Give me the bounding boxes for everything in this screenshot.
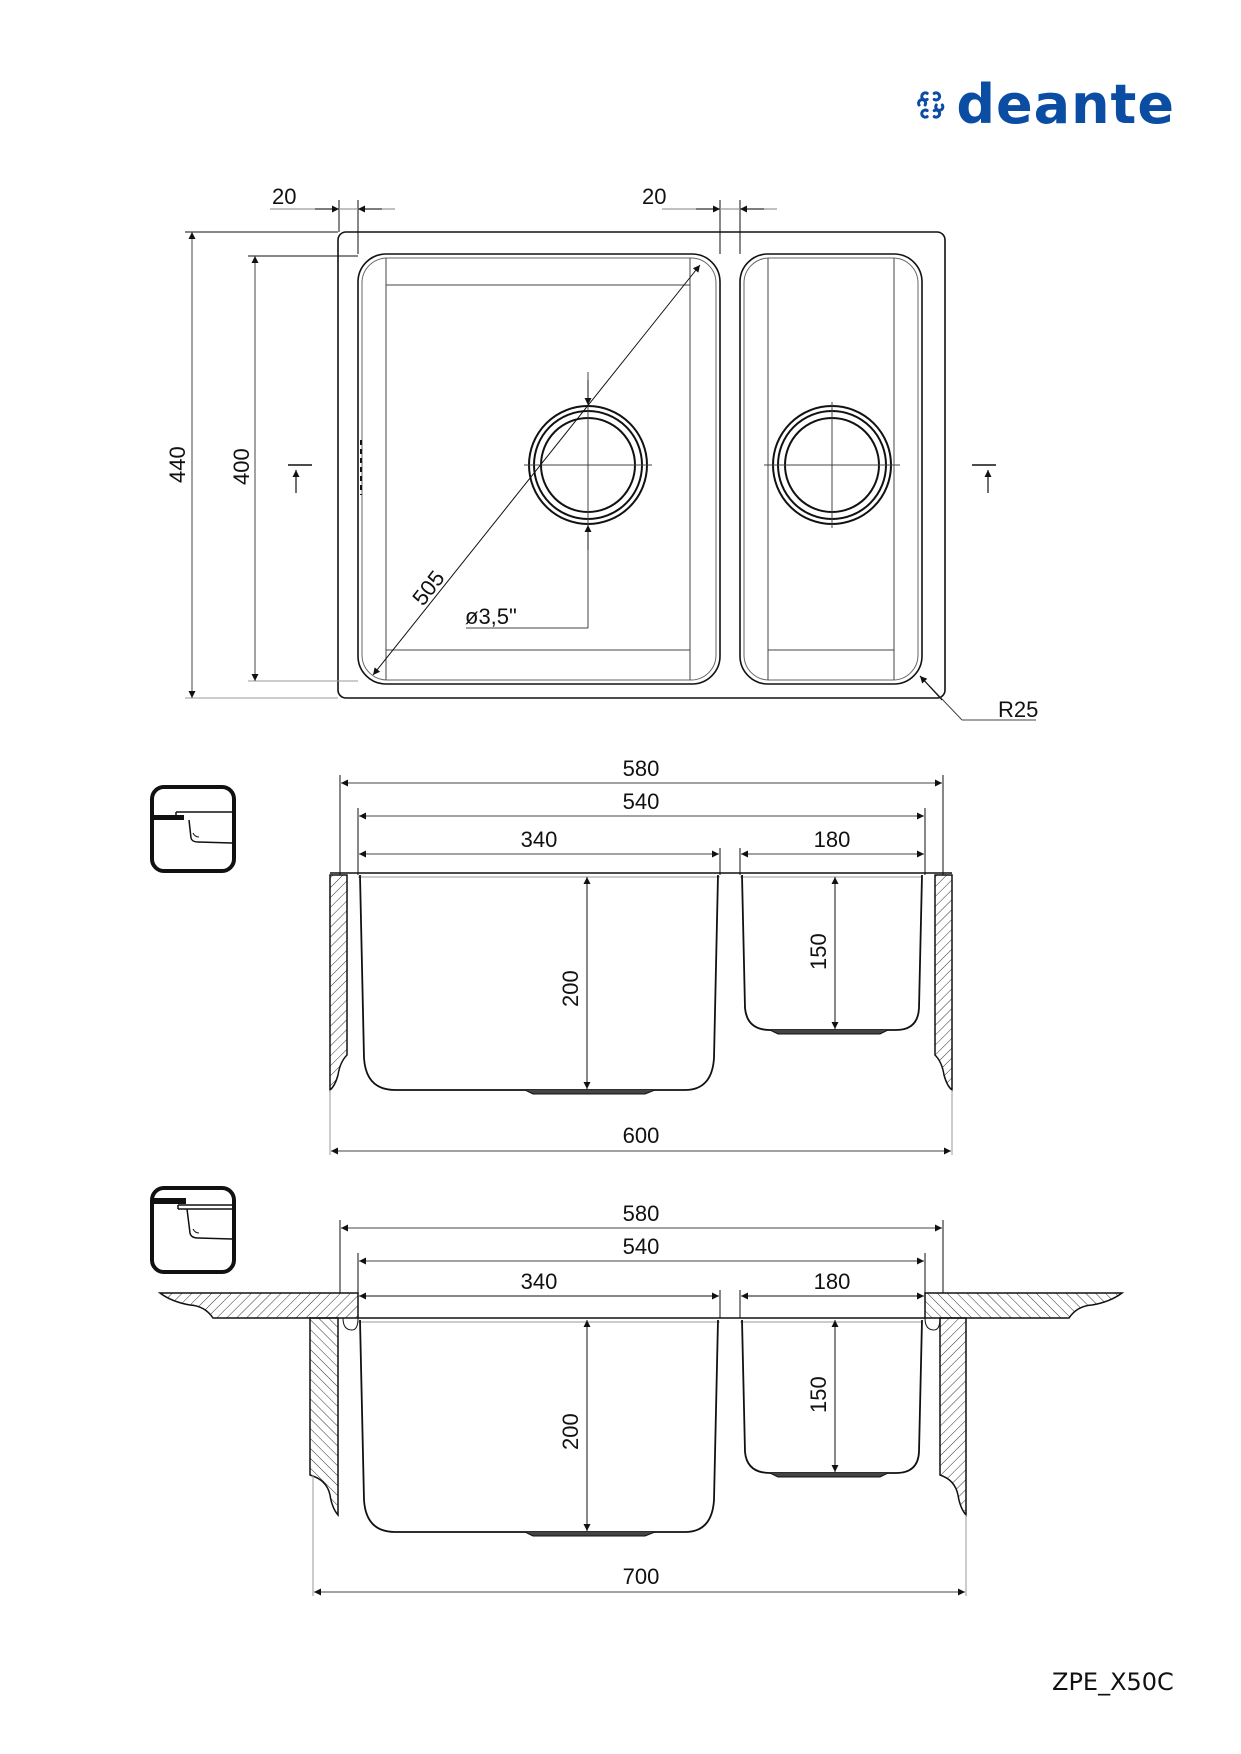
overall-depth-label: 440 bbox=[165, 446, 190, 483]
small-bowl-section bbox=[741, 1319, 923, 1474]
large-bowl-width-label: 340 bbox=[521, 1269, 558, 1294]
inset-mount-icon bbox=[150, 785, 236, 873]
small-bowl-width-label: 180 bbox=[814, 827, 851, 852]
inner-width-label: 540 bbox=[623, 789, 660, 814]
deante-swirl-logo-icon bbox=[917, 91, 945, 119]
inner-width-label: 540 bbox=[623, 1234, 660, 1259]
cabinet-side-left bbox=[329, 874, 348, 1092]
large-drain bbox=[466, 372, 652, 629]
top-view: ø3,5" 505 20 20 bbox=[165, 184, 1038, 722]
bowl-depth-label: 400 bbox=[229, 448, 254, 485]
clip-right bbox=[924, 1317, 941, 1331]
small-bowl-section bbox=[741, 874, 923, 1031]
left-flange-dimension bbox=[270, 200, 395, 254]
section-undermount: 580 540 340 180 200 150 700 bbox=[150, 1186, 1125, 1596]
divider-dimension bbox=[662, 200, 777, 254]
brand-name: deante bbox=[956, 73, 1175, 136]
section-marker-right bbox=[972, 464, 996, 493]
small-drain bbox=[764, 402, 900, 528]
divider-label: 20 bbox=[642, 184, 666, 209]
outer-width-label: 580 bbox=[623, 756, 660, 781]
large-bowl-section bbox=[359, 874, 719, 1091]
small-bowl-depth-label: 150 bbox=[806, 1376, 831, 1413]
cabinet-side-left bbox=[309, 1317, 339, 1518]
cabinet-side-right bbox=[939, 1317, 967, 1518]
cabinet-width-label: 600 bbox=[623, 1123, 660, 1148]
diagonal-label: 505 bbox=[407, 566, 449, 610]
countertop-right bbox=[924, 1292, 1125, 1319]
large-bowl-depth-label: 200 bbox=[558, 1413, 583, 1450]
undermount-icon bbox=[150, 1186, 236, 1274]
cabinet-width-label: 700 bbox=[623, 1564, 660, 1589]
drain-size-label: ø3,5" bbox=[465, 604, 517, 629]
outer-flange-outline bbox=[337, 231, 946, 699]
small-bowl-depth-label: 150 bbox=[806, 933, 831, 970]
overall-depth-dimension bbox=[185, 231, 338, 699]
section-marker-left bbox=[288, 464, 312, 493]
brand-logo: deante bbox=[915, 70, 1175, 140]
section-inset: 580 540 340 180 200 150 600 bbox=[150, 756, 953, 1155]
large-bowl-top bbox=[357, 253, 721, 685]
cabinet-side-right bbox=[934, 874, 953, 1092]
bowl-depth-dimension bbox=[248, 255, 358, 682]
large-bowl-depth-label: 200 bbox=[558, 970, 583, 1007]
large-bowl-section bbox=[359, 1319, 719, 1533]
large-bowl-width-label: 340 bbox=[521, 827, 558, 852]
corner-radius-leader bbox=[919, 675, 1036, 721]
clip-left bbox=[342, 1317, 359, 1331]
small-bowl-width-label: 180 bbox=[814, 1269, 851, 1294]
left-flange-label: 20 bbox=[272, 184, 296, 209]
diagonal-dimension-line bbox=[372, 264, 701, 676]
model-code: ZPE_X50C bbox=[1052, 1668, 1174, 1696]
outer-width-label: 580 bbox=[623, 1201, 660, 1226]
small-bowl-top bbox=[739, 253, 923, 685]
corner-radius-label: R25 bbox=[998, 697, 1038, 722]
countertop-left bbox=[157, 1292, 359, 1319]
